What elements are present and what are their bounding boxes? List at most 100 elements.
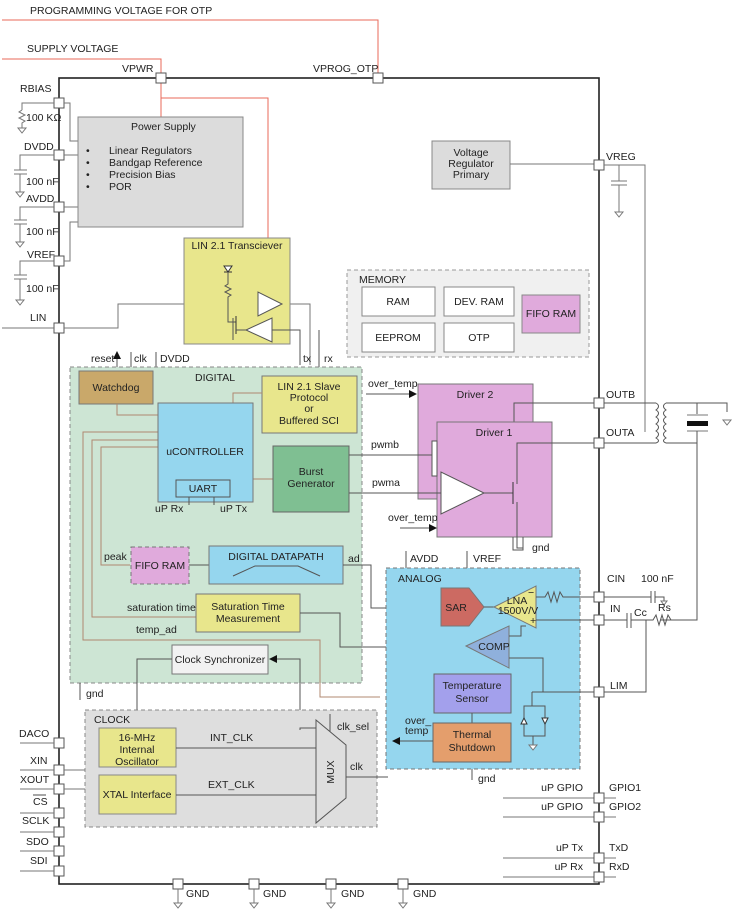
pin-sclk[interactable] bbox=[53, 826, 65, 838]
pin-gnd[interactable] bbox=[325, 878, 337, 890]
pin-txd[interactable] bbox=[593, 852, 605, 864]
digital-title: DIGITAL bbox=[195, 372, 235, 384]
pin-rbias[interactable] bbox=[53, 97, 65, 109]
resistor-rs-label: Rs bbox=[658, 602, 671, 614]
cap-vref-value: 100 nF bbox=[26, 283, 59, 295]
pin-gpio2[interactable] bbox=[593, 811, 605, 823]
signal-tx: tx bbox=[303, 353, 312, 365]
burst-generator-block bbox=[272, 445, 350, 513]
clock-synchronizer-block bbox=[171, 644, 269, 675]
svg-text:•: • bbox=[86, 145, 90, 157]
pin-outa[interactable] bbox=[593, 437, 605, 449]
cap-dvdd-value: 100 nF bbox=[26, 176, 59, 188]
pin-gnd[interactable] bbox=[172, 878, 184, 890]
power-supply-title: Power Supply bbox=[131, 121, 197, 133]
memory-eeprom bbox=[361, 322, 436, 353]
saturation-measurement-block bbox=[195, 593, 301, 633]
pin-label-dvdd: DVDD bbox=[24, 141, 54, 153]
lna-block bbox=[492, 585, 537, 629]
cap-cc-label: Cc bbox=[634, 607, 647, 619]
ground-icon bbox=[248, 902, 260, 909]
pin-in[interactable] bbox=[593, 614, 605, 626]
pin-dvdd[interactable] bbox=[53, 149, 65, 161]
ground-icon bbox=[397, 902, 409, 909]
memory-ram bbox=[361, 286, 436, 317]
digital-fifo-ram bbox=[130, 546, 190, 585]
ground-icon bbox=[14, 241, 26, 248]
pin-label-sclk: SCLK bbox=[22, 815, 49, 827]
driver-1-block: Driver 1 bbox=[431, 421, 594, 549]
svg-text:XTAL Interface: XTAL Interface bbox=[103, 789, 172, 801]
pin-label-outa: OUTA bbox=[606, 427, 634, 439]
pin-avdd[interactable] bbox=[53, 201, 65, 213]
svg-text:Watchdog: Watchdog bbox=[93, 382, 140, 394]
analog-title: ANALOG bbox=[398, 573, 442, 585]
pin-sdo[interactable] bbox=[53, 845, 65, 857]
supply-voltage-wire bbox=[2, 58, 162, 78]
thermal-shutdown-block bbox=[432, 722, 512, 763]
pin-daco[interactable] bbox=[53, 737, 65, 749]
pin-rxd[interactable] bbox=[593, 871, 605, 883]
pin-lim[interactable] bbox=[593, 686, 605, 698]
comp-block bbox=[464, 625, 510, 669]
memory-title: MEMORY bbox=[359, 274, 406, 286]
pin-outb[interactable] bbox=[593, 397, 605, 409]
signal-dvdd: DVDD bbox=[160, 353, 190, 365]
transducer-icon bbox=[687, 421, 708, 426]
svg-text:COMP: COMP bbox=[478, 641, 510, 653]
pin-vpwr[interactable] bbox=[155, 72, 167, 84]
pin-vreg[interactable] bbox=[593, 159, 605, 171]
svg-text:•: • bbox=[86, 157, 90, 169]
pin-label-cin: CIN bbox=[607, 573, 625, 585]
svg-text:FIFO RAM: FIFO RAM bbox=[526, 308, 576, 320]
svg-text:Saturation Time: Saturation Time bbox=[211, 601, 285, 613]
pin-lin[interactable] bbox=[53, 322, 65, 334]
signal-saturation-time: saturation time bbox=[127, 602, 196, 614]
svg-text:MUX: MUX bbox=[325, 760, 337, 783]
pin-label-sdi: SDI bbox=[30, 855, 48, 867]
power-supply-item: Linear Regulators bbox=[109, 145, 192, 157]
svg-text:RAM: RAM bbox=[386, 296, 409, 308]
resistor-rbias bbox=[17, 109, 27, 128]
signal-reset: reset bbox=[91, 353, 114, 365]
protection-diodes-icon bbox=[520, 691, 594, 751]
svg-text:UART: UART bbox=[189, 483, 218, 495]
svg-text:Voltage: Voltage bbox=[453, 147, 488, 159]
signal-up-rx: uP Rx bbox=[155, 503, 184, 515]
pin-xout[interactable] bbox=[53, 783, 65, 795]
svg-text:Regulator: Regulator bbox=[448, 158, 494, 170]
signal-up-tx-right: uP Tx bbox=[556, 842, 584, 854]
svg-text:Protocol: Protocol bbox=[290, 392, 329, 404]
temperature-sensor-block bbox=[433, 673, 512, 714]
pin-gnd[interactable] bbox=[397, 878, 409, 890]
pin-label-rbias: RBIAS bbox=[20, 83, 52, 95]
ground-icon bbox=[172, 902, 184, 909]
sar-block bbox=[440, 587, 485, 627]
svg-text:OTP: OTP bbox=[468, 332, 490, 344]
signal-vref: VREF bbox=[473, 553, 501, 565]
pin-xin[interactable] bbox=[53, 764, 65, 776]
xtal-interface-block bbox=[98, 774, 177, 815]
signal-clk-sel: clk_sel bbox=[337, 721, 369, 733]
signal-temp-ad: temp_ad bbox=[136, 624, 177, 636]
power-supply-item: POR bbox=[109, 181, 132, 193]
pin-sdi[interactable] bbox=[53, 865, 65, 877]
pin-cin[interactable] bbox=[593, 591, 605, 603]
pin-vprog-otp[interactable] bbox=[372, 72, 384, 84]
ground-icon bbox=[660, 600, 668, 606]
pin-vref[interactable] bbox=[53, 255, 65, 267]
uart-block bbox=[175, 479, 231, 498]
pin-label-vreg: VREG bbox=[606, 151, 636, 163]
pin-label-gpio1: GPIO1 bbox=[609, 782, 641, 794]
gnd-pin-group: GND GND GND GND bbox=[172, 878, 437, 909]
pin-gnd[interactable] bbox=[248, 878, 260, 890]
pin-gpio1[interactable] bbox=[593, 792, 605, 804]
pin-cs[interactable] bbox=[53, 807, 65, 819]
pin-label-vpwr: VPWR bbox=[122, 63, 154, 75]
digital-datapath-block bbox=[208, 545, 344, 585]
svg-text:Burst: Burst bbox=[299, 466, 324, 478]
svg-text:Measurement: Measurement bbox=[216, 613, 280, 625]
voltage-regulator-block: Voltage Regulator Primary bbox=[431, 140, 511, 190]
signal-int-clk: INT_CLK bbox=[210, 732, 253, 744]
